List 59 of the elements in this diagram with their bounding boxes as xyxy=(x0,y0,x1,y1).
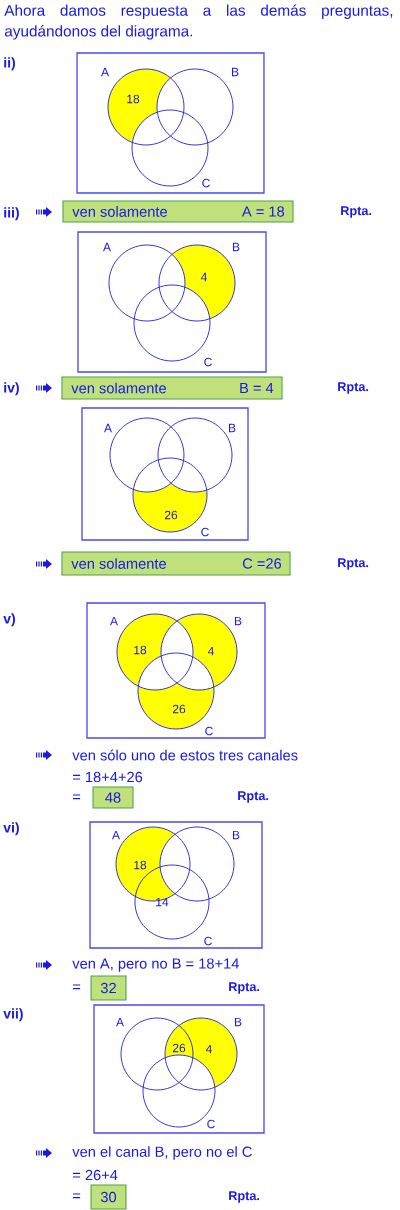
answer-box: 32 xyxy=(90,975,127,1001)
region-count: 18 xyxy=(134,860,147,870)
answer-tag: Rpta. xyxy=(338,558,369,570)
set-label: B xyxy=(235,616,242,626)
answer-box: ven solamente A = 18 xyxy=(62,200,294,223)
set-label: B xyxy=(232,67,239,77)
item-number: vii) xyxy=(3,1008,23,1022)
item-number: v) xyxy=(3,613,15,627)
answer-box: ven solamente C =26 xyxy=(61,551,291,576)
set-label: A xyxy=(103,242,111,252)
set-label: B xyxy=(233,242,240,252)
set-label: B xyxy=(235,1017,242,1027)
set-label: A xyxy=(110,616,118,626)
set-label: A xyxy=(116,1017,124,1027)
venn-diagram xyxy=(89,821,263,949)
venn-diagram xyxy=(77,231,267,373)
set-label: A xyxy=(101,67,109,77)
item-number: ii) xyxy=(4,57,15,71)
region-count: 4 xyxy=(200,272,207,282)
venn-diagram xyxy=(93,1004,265,1134)
region-count: 4 xyxy=(207,646,214,656)
item-number: vi) xyxy=(3,822,19,836)
set-label: C xyxy=(207,1119,215,1129)
region-count: 4 xyxy=(205,1044,212,1054)
set-label: B xyxy=(229,423,236,433)
set-label: C xyxy=(204,357,212,367)
set-label: B xyxy=(233,830,240,840)
region-count: 26 xyxy=(172,704,186,714)
answer-box: ven solamente B = 4 xyxy=(61,376,283,400)
answer-box: 48 xyxy=(92,786,134,809)
set-label: C xyxy=(205,726,213,736)
set-label: A xyxy=(112,830,120,840)
region-count: 26 xyxy=(172,1043,186,1053)
answer-tag: Rpta. xyxy=(238,791,269,803)
solution-text: ven sólo uno de estos tres canales xyxy=(72,749,298,761)
set-label: A xyxy=(104,423,112,433)
region-count: 14 xyxy=(156,897,169,907)
solution-text: = 26+4 xyxy=(73,1169,118,1181)
set-label: C xyxy=(204,936,212,946)
set-label: C xyxy=(202,178,210,188)
answer-tag: Rpta. xyxy=(338,382,369,394)
set-label: C xyxy=(201,527,209,537)
region-count: 18 xyxy=(134,645,147,655)
solution-text: = 18+4+26 xyxy=(73,771,143,783)
solution-text: ven A, pero no B = 18+14 xyxy=(72,958,239,972)
item-number: iii) xyxy=(4,207,19,221)
venn-diagram xyxy=(76,52,265,194)
venn-diagram xyxy=(86,602,266,739)
region-count: 26 xyxy=(164,510,178,520)
solution-text: = xyxy=(73,984,81,990)
solution-text: = xyxy=(73,794,81,800)
venn-diagram xyxy=(81,407,249,541)
solution-text: ven el canal B, pero no el C xyxy=(72,1146,252,1160)
region-count: 18 xyxy=(127,94,140,104)
answer-tag: Rpta. xyxy=(341,206,372,218)
item-number: iv) xyxy=(4,382,19,396)
answer-tag: Rpta. xyxy=(229,982,260,994)
answer-box: 30 xyxy=(90,1184,127,1210)
answer-tag: Rpta. xyxy=(229,1191,260,1203)
